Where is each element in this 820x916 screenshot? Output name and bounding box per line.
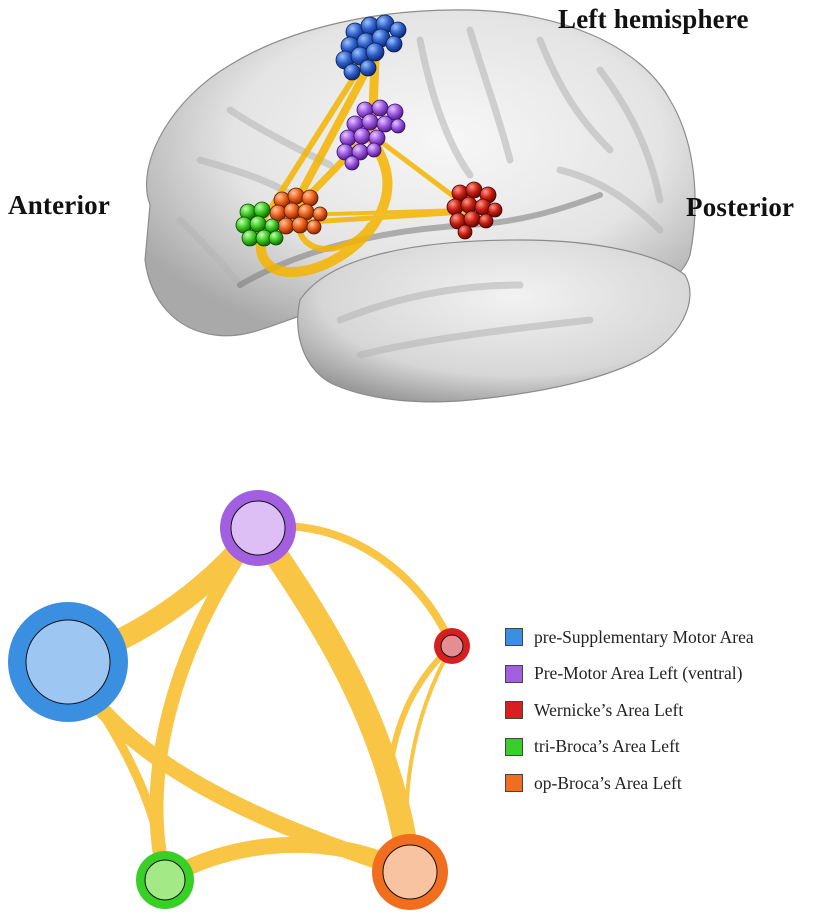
temporal-lobe <box>297 239 691 403</box>
legend-item-wernicke: Wernicke’s Area Left <box>505 698 754 722</box>
cluster-pre-motor <box>336 99 406 171</box>
brain-illustration <box>144 9 696 403</box>
node-op-broca <box>372 834 448 910</box>
node-wernicke <box>434 628 470 664</box>
legend-swatch <box>505 701 523 719</box>
node-pre-motor <box>220 490 296 566</box>
connectivity-network <box>8 490 470 910</box>
legend-swatch <box>505 664 523 683</box>
legend-swatch <box>505 628 523 646</box>
anterior-label: Anterior <box>8 190 111 220</box>
legend-swatch <box>505 737 523 756</box>
brain-render: Left hemisphere Anterior Posterior <box>0 0 820 420</box>
legend-label: op-Broca’s Area Left <box>534 772 682 793</box>
legend-item-pre-motor: Pre-Motor Area Left (ventral) <box>505 662 754 686</box>
network-nodes <box>8 490 470 910</box>
legend-label: Pre-Motor Area Left (ventral) <box>534 663 743 683</box>
legend-item-pre-sma: pre-Supplementary Motor Area <box>505 625 754 649</box>
legend-label: tri-Broca’s Area Left <box>534 736 680 756</box>
hemisphere-label: Left hemisphere <box>558 4 749 34</box>
edge-premotor-tribroca <box>149 521 265 887</box>
legend-swatch <box>505 774 523 792</box>
posterior-label: Posterior <box>686 192 795 222</box>
legend-item-op-broca: op-Broca’s Area Left <box>505 771 754 795</box>
legend: pre-Supplementary Motor Area Pre-Motor A… <box>505 625 754 808</box>
network-edges <box>57 516 456 888</box>
legend-label: Wernicke’s Area Left <box>534 699 684 720</box>
cluster-op-broca <box>269 187 328 235</box>
cluster-pre-sma <box>335 14 407 81</box>
legend-item-tri-broca: tri-Broca’s Area Left <box>505 735 754 759</box>
node-pre-sma <box>8 602 128 722</box>
cluster-tri-broca <box>235 201 284 247</box>
cluster-wernicke <box>446 181 503 240</box>
node-tri-broca <box>136 851 194 909</box>
legend-label: pre-Supplementary Motor Area <box>534 626 754 647</box>
edge-premotor-opbroca <box>246 516 422 884</box>
